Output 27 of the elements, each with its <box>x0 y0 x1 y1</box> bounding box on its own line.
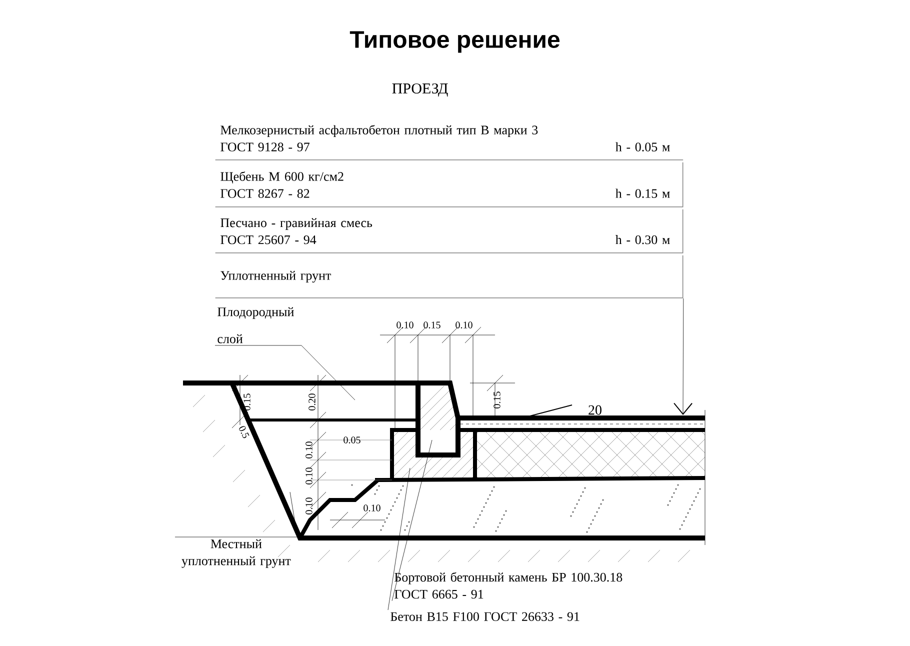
dimension-label: 0.20 <box>308 394 316 410</box>
layer-row: Песчано - гравийная смесь ГОСТ 25607 - 94 h - 0.30 м <box>215 209 684 254</box>
dimension-label: 0.10 <box>306 468 312 484</box>
dimension-label: 0.5 <box>239 426 250 438</box>
layer-row: Щебень М 600 кг/см2 ГОСТ 8267 - 82 h - 0.15 м <box>215 162 684 208</box>
dimension-label: 0.10 <box>306 498 312 514</box>
callout-text: Бортовой бетонный камень БР 100.30.18 ГОСТ 6665 - 91 <box>394 572 622 599</box>
dimension-label: 0.05 <box>344 436 360 444</box>
dimension-label: 0.15 <box>424 322 440 328</box>
leader-line <box>674 298 693 415</box>
callout-text: Бетон B15 F100 ГОСТ 26633 - 91 <box>390 612 580 621</box>
heading: ПРОЕЗД <box>392 83 448 97</box>
callout-text: Местный уплотненный грунт <box>182 539 291 568</box>
layer-row: Уплотненный грунт <box>215 255 684 298</box>
callout-text: Плодородный слой <box>218 307 294 344</box>
layer-row: Мелкозернистый асфальтобетон плотный тип В марки 3 ГОСТ 9128 - 97 h - 0.05 м <box>215 124 684 160</box>
leader-line <box>214 345 356 400</box>
dimension-label: 0.10 <box>364 504 380 512</box>
dimension-label: 0.10 <box>306 442 312 458</box>
dimension-label: 20 <box>588 405 602 415</box>
dimension-label: 0.10 <box>456 322 472 328</box>
dimension-label: 0.15 <box>494 392 500 408</box>
title: Типовое решение <box>350 31 560 53</box>
dimension-label: 0.10 <box>396 322 414 328</box>
leader-line <box>388 468 410 610</box>
leader-line <box>392 440 432 602</box>
leader-line <box>174 492 298 538</box>
